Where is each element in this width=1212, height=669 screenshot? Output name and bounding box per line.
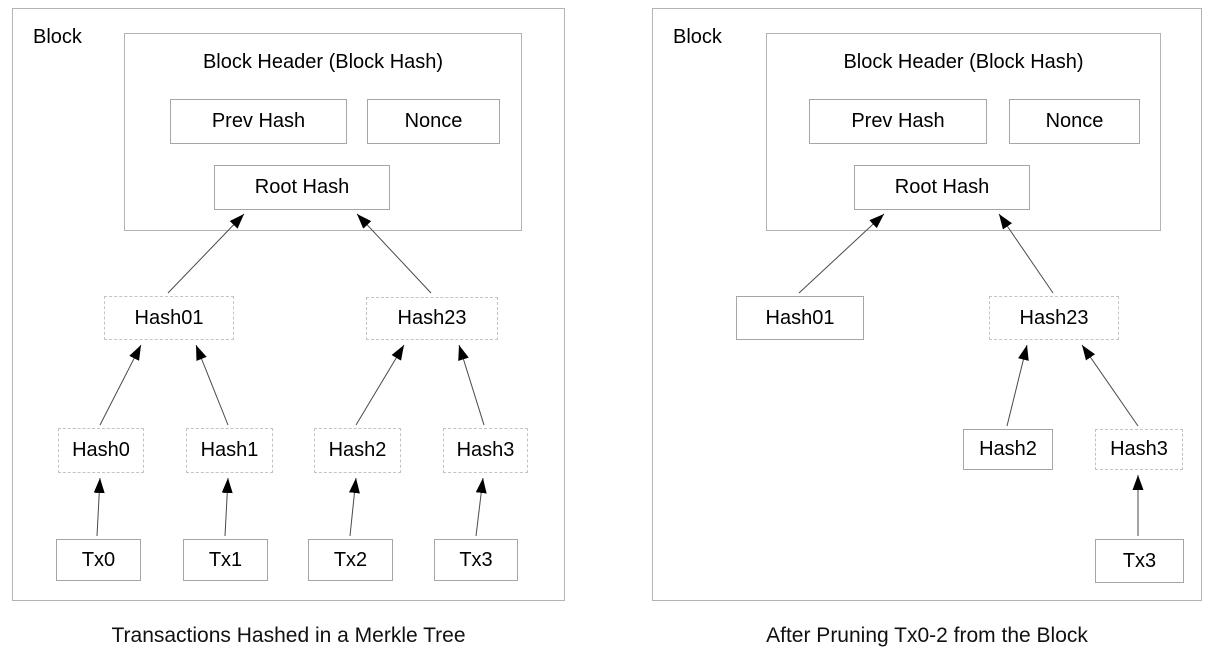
block-header-title: Block Header (Block Hash) — [202, 51, 444, 73]
hash1-node: Hash1 — [186, 428, 273, 473]
hash3-label: Hash3 — [1110, 438, 1168, 460]
hash23-node: Hash23 — [989, 296, 1119, 340]
left-caption: Transactions Hashed in a Merkle Tree — [111, 624, 466, 647]
tx3-node: Tx3 — [434, 539, 518, 581]
hash3-label: Hash3 — [456, 439, 515, 461]
right-caption: After Pruning Tx0-2 from the Block — [766, 624, 1088, 647]
hash1-label: Hash1 — [200, 439, 259, 461]
block-label: Block — [33, 26, 82, 48]
hash0-label: Hash0 — [72, 439, 130, 461]
hash01-label: Hash01 — [765, 306, 835, 329]
hash01-label: Hash01 — [134, 306, 204, 329]
hash01-node: Hash01 — [104, 296, 234, 340]
root-hash-label: Root Hash — [894, 176, 990, 198]
prev-hash-box: Prev Hash — [809, 99, 987, 144]
hash2-node: Hash2 — [963, 429, 1053, 470]
root-hash-label: Root Hash — [254, 176, 350, 198]
tx0-label: Tx0 — [81, 548, 116, 571]
block-header-box: Block Header (Block Hash) Prev Hash Nonc… — [124, 33, 522, 231]
tx3-label: Tx3 — [1122, 549, 1157, 572]
tx3-node: Tx3 — [1095, 539, 1184, 583]
block-header-box: Block Header (Block Hash) Prev Hash Nonc… — [766, 33, 1161, 231]
nonce-label: Nonce — [404, 110, 463, 132]
hash23-node: Hash23 — [366, 297, 498, 340]
root-hash-box: Root Hash — [854, 165, 1030, 210]
nonce-label: Nonce — [1045, 110, 1104, 132]
hash3-node: Hash3 — [443, 428, 528, 473]
tx2-node: Tx2 — [308, 539, 393, 581]
block-label: Block — [673, 26, 722, 48]
nonce-box: Nonce — [1009, 99, 1140, 144]
block-panel-pruned-tree: Block Block Header (Block Hash) Prev Has… — [652, 8, 1202, 601]
prev-hash-label: Prev Hash — [851, 110, 945, 132]
tx0-node: Tx0 — [56, 539, 141, 581]
tx2-label: Tx2 — [333, 548, 368, 571]
tx1-label: Tx1 — [208, 548, 243, 571]
hash2-label: Hash2 — [979, 438, 1037, 460]
block-header-title: Block Header (Block Hash) — [843, 51, 1084, 73]
hash0-node: Hash0 — [58, 428, 144, 473]
hash23-label: Hash23 — [1019, 306, 1089, 329]
hash01-node: Hash01 — [736, 296, 864, 340]
hash2-node: Hash2 — [314, 428, 401, 473]
hash3-node: Hash3 — [1095, 429, 1183, 470]
prev-hash-box: Prev Hash — [170, 99, 347, 144]
hash2-label: Hash2 — [328, 439, 387, 461]
nonce-box: Nonce — [367, 99, 500, 144]
tx1-node: Tx1 — [183, 539, 268, 581]
block-panel-full-tree: Block Block Header (Block Hash) Prev Has… — [12, 8, 565, 601]
hash23-label: Hash23 — [397, 307, 467, 329]
prev-hash-label: Prev Hash — [211, 110, 306, 132]
tx3-label: Tx3 — [459, 548, 493, 571]
root-hash-box: Root Hash — [214, 165, 390, 210]
